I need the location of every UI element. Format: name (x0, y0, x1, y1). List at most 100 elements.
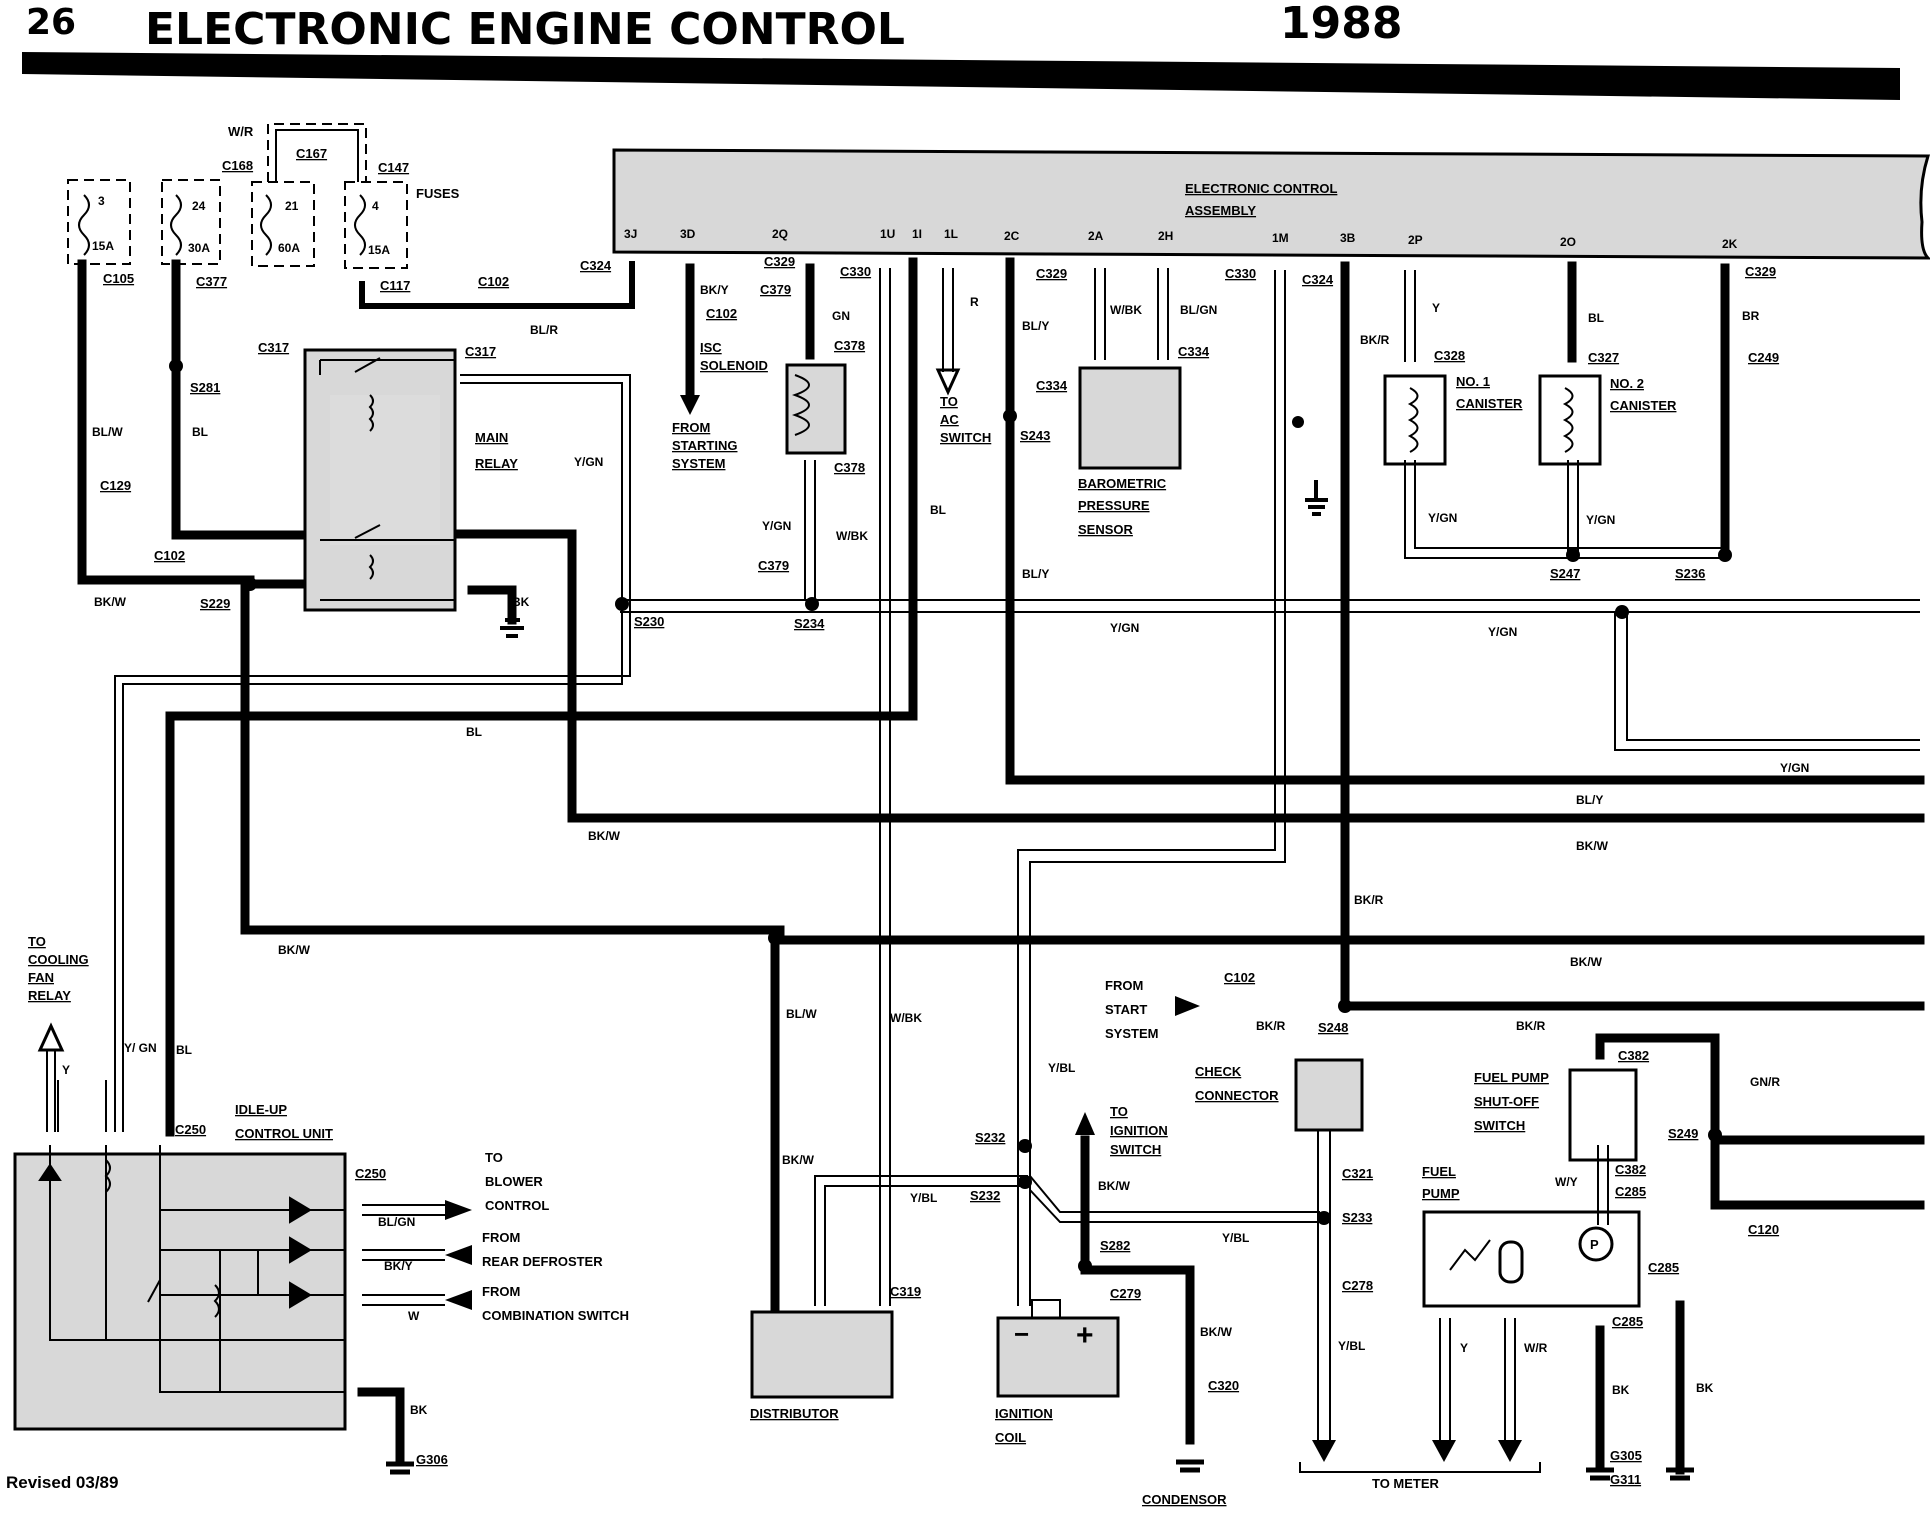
svg-text:TO: TO (940, 394, 958, 409)
svg-text:C321: C321 (1342, 1166, 1373, 1181)
svg-text:C327: C327 (1588, 350, 1619, 365)
svg-text:BL: BL (176, 1043, 192, 1057)
svg-text:Y/GN: Y/GN (1488, 625, 1517, 639)
svg-text:C120: C120 (1748, 1222, 1779, 1237)
fuel-pump-box (1422, 1210, 1641, 1308)
svg-text:S232: S232 (970, 1188, 1000, 1203)
splice-s249 (1708, 1128, 1722, 1142)
svg-text:BL: BL (1588, 311, 1604, 325)
svg-text:S243: S243 (1020, 428, 1050, 443)
svg-text:RELAY: RELAY (475, 456, 518, 471)
svg-text:S233: S233 (1342, 1210, 1372, 1225)
wire-bkw-mid (240, 581, 1925, 945)
svg-text:S232: S232 (975, 1130, 1005, 1145)
arrow-to-meter-2 (1432, 1440, 1456, 1462)
svg-text:C285: C285 (1612, 1314, 1643, 1329)
splice-s243 (1003, 409, 1017, 423)
canister2-box (1538, 374, 1602, 466)
svg-text:C102: C102 (1224, 970, 1255, 985)
svg-text:AC: AC (940, 412, 959, 427)
svg-text:Y/ GN: Y/ GN (124, 1041, 157, 1055)
fuel-pump-shutoff-box (1568, 1068, 1638, 1162)
svg-text:C102: C102 (154, 548, 185, 563)
svg-text:C379: C379 (760, 282, 791, 297)
svg-text:C317: C317 (465, 344, 496, 359)
fuse-24 (161, 179, 221, 265)
svg-text:S234: S234 (794, 616, 825, 631)
svg-text:TO: TO (485, 1150, 503, 1165)
svg-text:Y: Y (62, 1063, 70, 1077)
arrow-to-cooling-fan (37, 1022, 65, 1052)
svg-text:C382: C382 (1618, 1048, 1649, 1063)
svg-text:W/BK: W/BK (836, 529, 868, 543)
svg-text:C382: C382 (1615, 1162, 1646, 1177)
svg-text:BK/R: BK/R (1256, 1019, 1286, 1033)
svg-text:TO METER: TO METER (1372, 1476, 1440, 1491)
svg-text:SYSTEM: SYSTEM (1105, 1026, 1158, 1041)
svg-text:CONDENSOR: CONDENSOR (1142, 1492, 1227, 1507)
svg-text:BK/W: BK/W (1570, 955, 1603, 969)
svg-text:SHUT-OFF: SHUT-OFF (1474, 1094, 1539, 1109)
pin-1U: 1U (880, 227, 895, 241)
svg-text:+: + (1076, 1319, 1094, 1352)
svg-text:C278: C278 (1342, 1278, 1373, 1293)
splice-s247 (1566, 548, 1580, 562)
fuse-4 (344, 181, 408, 269)
pin-1M: 1M (1272, 231, 1289, 245)
svg-text:G305: G305 (1610, 1448, 1642, 1463)
svg-text:CHECK: CHECK (1195, 1064, 1242, 1079)
svg-text:BK/Y: BK/Y (700, 283, 729, 297)
svg-text:BK/R: BK/R (1354, 893, 1384, 907)
svg-text:BL/W: BL/W (786, 1007, 817, 1021)
ecu-pin-labels: 3J 3D 2Q 1U 1I 1L 2C 2A 2H 1M 3B 2P 2O 2… (624, 227, 1738, 251)
svg-text:REAR DEFROSTER: REAR DEFROSTER (482, 1254, 603, 1269)
header-rule (22, 52, 1900, 100)
arrow-from-combo (445, 1290, 472, 1310)
svg-text:G311: G311 (1610, 1472, 1641, 1487)
splice-s232a (1018, 1139, 1032, 1153)
year-label: 1988 (1280, 0, 1402, 49)
svg-text:C285: C285 (1615, 1184, 1646, 1199)
svg-text:BLOWER: BLOWER (485, 1174, 543, 1189)
svg-text:C249: C249 (1748, 350, 1779, 365)
svg-text:C334: C334 (1036, 378, 1068, 393)
svg-text:S248: S248 (1318, 1020, 1348, 1035)
svg-text:C147: C147 (378, 160, 409, 175)
arrow-to-blower (445, 1200, 472, 1220)
svg-text:TO: TO (1110, 1104, 1128, 1119)
svg-text:S249: S249 (1668, 1126, 1698, 1141)
svg-text:C329: C329 (1745, 264, 1776, 279)
ignition-coil-box (996, 1316, 1120, 1398)
ground-condensor (1176, 1459, 1204, 1473)
svg-text:C378: C378 (834, 460, 865, 475)
svg-text:Y/GN: Y/GN (1586, 513, 1615, 527)
pin-2H: 2H (1158, 229, 1173, 243)
distributor-box (750, 1310, 894, 1399)
svg-text:FROM: FROM (672, 420, 710, 435)
svg-text:SENSOR: SENSOR (1078, 522, 1134, 537)
svg-text:CANISTER: CANISTER (1456, 396, 1523, 411)
svg-text:TO: TO (28, 934, 46, 949)
svg-text:NO. 1: NO. 1 (1456, 374, 1490, 389)
svg-text:PRESSURE: PRESSURE (1078, 498, 1150, 513)
pin-2K: 2K (1722, 237, 1738, 251)
svg-text:P: P (1590, 1237, 1599, 1252)
svg-text:BL: BL (930, 503, 946, 517)
splice-s248 (1338, 999, 1352, 1013)
pin-2C: 2C (1004, 229, 1020, 243)
svg-text:C330: C330 (840, 264, 871, 279)
baro-sensor-box (1078, 366, 1182, 470)
svg-text:Y/BL: Y/BL (1222, 1231, 1249, 1245)
svg-text:C330: C330 (1225, 266, 1256, 281)
svg-text:GN: GN (832, 309, 850, 323)
svg-text:BK/R: BK/R (1360, 333, 1390, 347)
svg-text:S230: S230 (634, 614, 664, 629)
svg-text:Y/GN: Y/GN (574, 455, 603, 469)
svg-text:15A: 15A (92, 239, 114, 253)
svg-text:BR: BR (1742, 309, 1760, 323)
svg-text:S281: S281 (190, 380, 220, 395)
svg-text:IDLE-UP: IDLE-UP (235, 1102, 287, 1117)
pin-3B: 3B (1340, 231, 1356, 245)
svg-text:PUMP: PUMP (1422, 1186, 1460, 1201)
svg-text:ISC: ISC (700, 340, 722, 355)
